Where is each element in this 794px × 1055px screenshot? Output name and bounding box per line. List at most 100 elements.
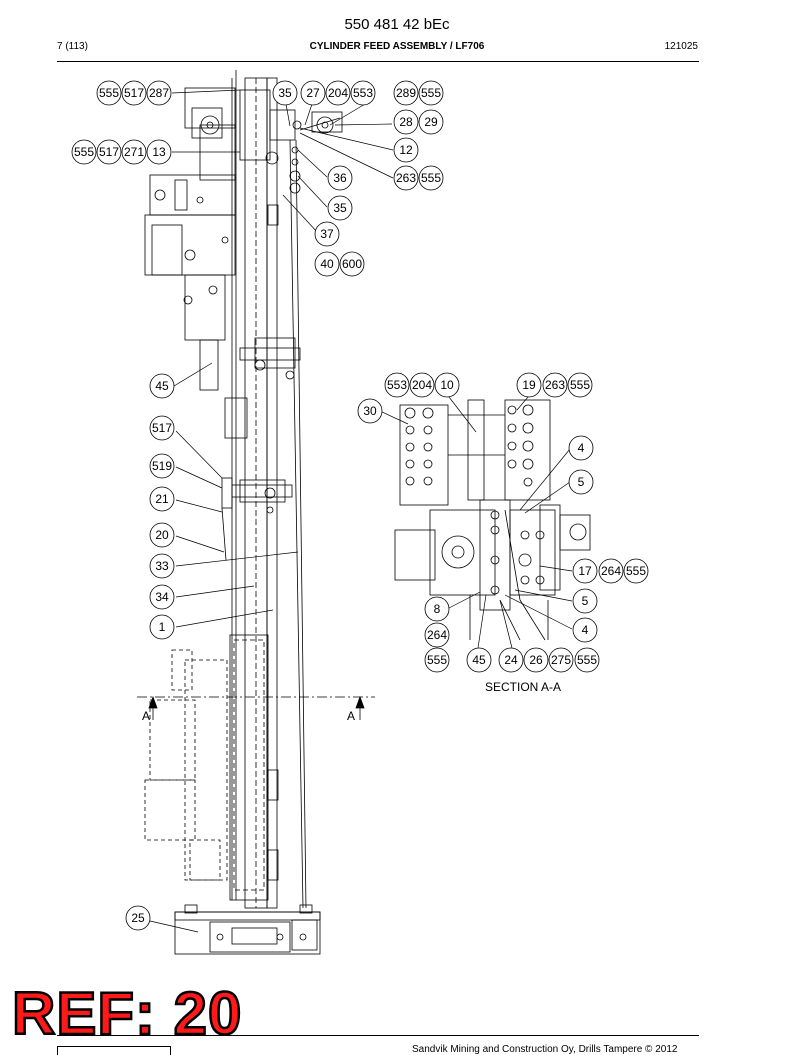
feed-beam (231, 70, 307, 909)
callout-balloon: 30 (357, 398, 383, 424)
bottom-frame (174, 904, 321, 955)
callout-balloon: 37 (314, 221, 340, 247)
svg-text:289: 289 (396, 86, 416, 100)
svg-text:275: 275 (551, 653, 571, 667)
svg-text:517: 517 (152, 421, 172, 435)
callout-balloon: 5 (568, 469, 594, 495)
svg-text:517: 517 (124, 86, 144, 100)
svg-text:36: 36 (333, 171, 347, 185)
svg-text:24: 24 (504, 653, 518, 667)
callout-balloon: 555 (574, 647, 600, 673)
svg-text:26: 26 (529, 653, 543, 667)
page-title: CYLINDER FEED ASSEMBLY / LF706 (309, 41, 485, 52)
middle-clamp (221, 477, 293, 561)
page-number: 7 (113) (57, 41, 88, 52)
svg-text:264: 264 (427, 628, 447, 642)
callout-balloon: 553 (384, 372, 410, 398)
svg-text:517: 517 (99, 145, 119, 159)
callout-balloon: 36 (327, 165, 353, 191)
svg-text:13: 13 (152, 145, 166, 159)
drill-head (144, 87, 301, 439)
callout-balloon: 264 (598, 558, 624, 584)
callouts: 555 517 287 35 27 204 553 289 555 28 29 … (71, 80, 649, 931)
svg-text:5: 5 (578, 475, 585, 489)
footer-rule (57, 1035, 699, 1036)
callout-balloon: 275 (548, 647, 574, 673)
section-marker-left: A (142, 709, 150, 723)
callout-balloon: 12 (393, 137, 419, 163)
section-line (137, 695, 375, 720)
section-marker-right: A (347, 709, 355, 723)
svg-text:21: 21 (155, 492, 169, 506)
section-label: SECTION A-A (485, 680, 562, 694)
callout-balloon: 29 (418, 109, 444, 135)
svg-text:555: 555 (99, 86, 119, 100)
callout-balloon: 517 (96, 139, 122, 165)
svg-text:35: 35 (278, 86, 292, 100)
document-number: 550 481 42 bEc (344, 16, 450, 33)
callout-balloon: 4 (572, 617, 598, 643)
callout-balloon: 555 (71, 139, 97, 165)
svg-text:555: 555 (74, 145, 94, 159)
company-logo (57, 1046, 171, 1055)
callout-balloon: 555 (418, 165, 444, 191)
svg-text:19: 19 (522, 378, 536, 392)
callout-balloon: 287 (146, 80, 172, 106)
svg-text:555: 555 (577, 653, 597, 667)
svg-text:204: 204 (328, 86, 348, 100)
svg-text:553: 553 (353, 86, 373, 100)
callout-balloon: 21 (149, 486, 175, 512)
callout-balloon: 35 (327, 195, 353, 221)
leader-lines (149, 89, 573, 933)
svg-text:8: 8 (434, 602, 441, 616)
callout-balloon: 5 (572, 588, 598, 614)
svg-text:29: 29 (424, 115, 438, 129)
callout-balloon: 555 (424, 647, 450, 673)
callout-balloon: 13 (146, 139, 172, 165)
svg-text:30: 30 (363, 404, 377, 418)
callout-balloon: 20 (149, 522, 175, 548)
top-linkage (292, 111, 343, 134)
callout-balloon: 263 (393, 165, 419, 191)
svg-text:35: 35 (333, 201, 347, 215)
svg-text:555: 555 (421, 86, 441, 100)
svg-text:34: 34 (155, 590, 169, 604)
svg-text:555: 555 (427, 653, 447, 667)
callout-balloon: 24 (498, 647, 524, 673)
svg-text:555: 555 (626, 564, 646, 578)
svg-text:4: 4 (578, 441, 585, 455)
callout-balloon: 34 (149, 584, 175, 610)
svg-text:553: 553 (387, 378, 407, 392)
svg-text:45: 45 (472, 653, 486, 667)
svg-text:12: 12 (399, 143, 413, 157)
svg-text:1: 1 (159, 620, 166, 634)
cylinder-lower (144, 634, 279, 901)
svg-text:40: 40 (320, 257, 334, 271)
svg-text:45: 45 (155, 379, 169, 393)
svg-text:10: 10 (440, 378, 454, 392)
svg-text:555: 555 (570, 378, 590, 392)
svg-text:20: 20 (155, 528, 169, 542)
callout-balloon: 17 (572, 558, 598, 584)
footer-copyright: Sandvik Mining and Construction Oy, Dril… (412, 1044, 678, 1055)
callout-balloon: 33 (149, 553, 175, 579)
svg-text:17: 17 (578, 564, 592, 578)
callout-balloon: 4 (568, 435, 594, 461)
callout-balloon: 1 (149, 614, 175, 640)
callout-balloon: 19 (516, 372, 542, 398)
callout-balloon: 517 (121, 80, 147, 106)
callout-balloon: 28 (393, 109, 419, 135)
svg-text:263: 263 (396, 171, 416, 185)
callout-balloon: 555 (567, 372, 593, 398)
callout-balloon: 600 (339, 251, 365, 277)
callout-balloon: 519 (149, 453, 175, 479)
svg-text:27: 27 (306, 86, 320, 100)
callout-balloon: 45 (466, 647, 492, 673)
svg-text:600: 600 (342, 257, 362, 271)
callout-balloon: 35 (272, 80, 298, 106)
callout-balloon: 45 (149, 373, 175, 399)
svg-text:28: 28 (399, 115, 413, 129)
svg-text:271: 271 (124, 145, 144, 159)
callout-balloon: 289 (393, 80, 419, 106)
